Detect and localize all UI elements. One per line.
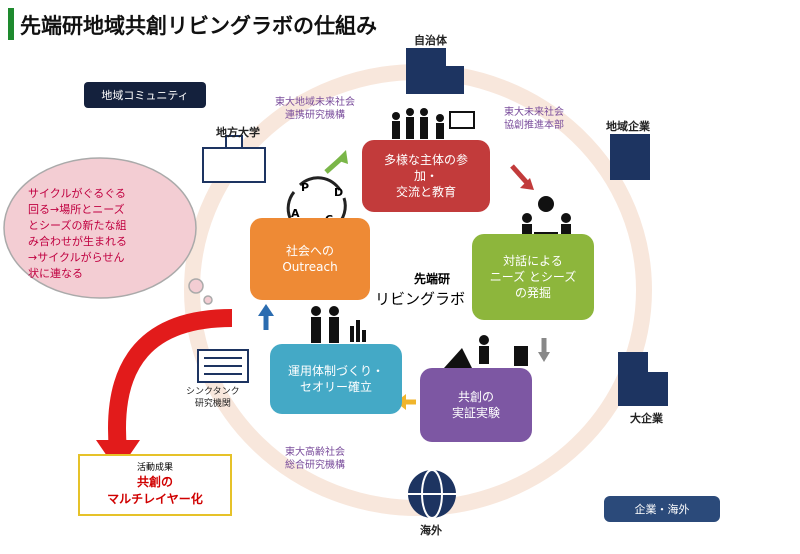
stage-theory-box: 運用体制づくり・ セオリー確立 [270, 344, 402, 414]
think-tank-label: シンクタンク 研究機関 [186, 387, 240, 409]
pdca-d-label: D [334, 186, 344, 199]
globe-icon [408, 469, 456, 519]
pdca-a-label: A [291, 207, 300, 220]
big-company-building-icon [618, 352, 668, 406]
chiiki-kigyo-label: 地域企業 [606, 120, 650, 133]
community-label: 地域コミュニティ [84, 82, 206, 108]
result-label: 活動成果 [136, 463, 173, 473]
jichitai-building-icon [406, 48, 464, 94]
mirai-shakai-org-label: 東大未来社会 協創推進本部 [504, 107, 564, 131]
red-down-arrow [510, 164, 530, 186]
result-line2: マルチレイヤー化 [107, 492, 203, 506]
center-label-line1: 先端研 [413, 272, 450, 286]
stage-dialogue-box: 対話による ニーズ とシーズ の発掘 [472, 234, 594, 320]
result-box: 活動成果 共創の マルチレイヤー化 [78, 454, 232, 516]
experiment-icon [444, 335, 528, 368]
thought-cloud [3, 157, 213, 305]
think-tank-icon [197, 349, 249, 383]
page-title: 先端研地域共創リビングラボの仕組み [20, 14, 377, 38]
dai-kigyo-label: 大企業 [630, 412, 663, 425]
result-line1: 共創の [136, 475, 173, 489]
cloud-text: サイクルがぐるぐる 回る→場所とニーズ とシーズの新たな組 み合わせが生まれる … [28, 187, 127, 280]
kigyo-kaigai-button[interactable]: 企業・海外 [604, 496, 720, 522]
stage-outreach-box: 社会への Outreach [250, 218, 370, 300]
jichitai-label: 自治体 [414, 34, 447, 47]
kaigai-label: 海外 [420, 524, 442, 537]
chiho-daigaku-label: 地方大学 [216, 126, 260, 139]
university-building-icon [202, 135, 266, 183]
title-accent-bar [8, 8, 14, 40]
meeting-people-icon [392, 108, 475, 139]
chiiki-mirai-org-label: 東大地域未来社会 連携研究機構 [275, 97, 355, 121]
company-building-icon [610, 134, 650, 180]
stage-participation-box: 多様な主体の参 加・ 交流と教育 [362, 140, 490, 212]
koreisha-org-label: 東大高齢社会 総合研究機構 [285, 447, 345, 471]
stage-demonstration-box: 共創の 実証実験 [420, 368, 532, 442]
red-curved-arrow [108, 309, 233, 451]
handshake-icon [311, 306, 366, 343]
pdca-p-label: P [301, 181, 310, 194]
center-label-line2: リビングラボ [374, 290, 465, 308]
